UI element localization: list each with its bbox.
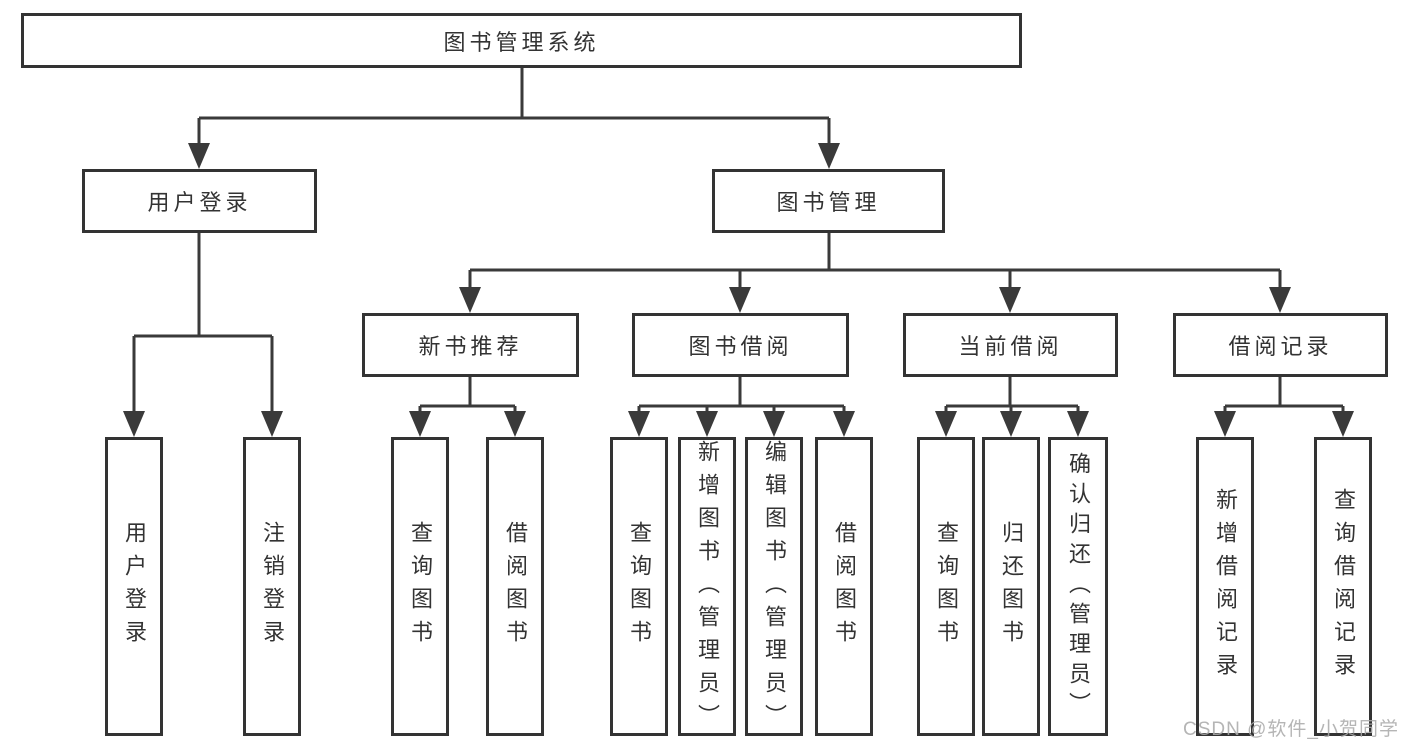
node-user-login-branch: 用户登录 <box>82 169 317 233</box>
node-library-management-system: 图书管理系统 <box>21 13 1022 68</box>
leaf-label: 归还图书 <box>999 520 1024 653</box>
node-borrowing-records: 借阅记录 <box>1173 313 1388 377</box>
arrow-down-icon <box>188 143 210 169</box>
leaf-query-books-borrowing: 查询图书 <box>610 437 668 736</box>
leaf-user-login: 用户登录 <box>105 437 163 736</box>
arrow-down-icon <box>1214 411 1236 437</box>
leaf-query-books-recommend: 查询图书 <box>391 437 449 736</box>
arrow-down-icon <box>261 411 283 437</box>
node-current-borrowing: 当前借阅 <box>903 313 1118 377</box>
arrow-down-icon <box>459 287 481 313</box>
leaf-return-book: 归还图书 <box>982 437 1040 736</box>
leaf-label: 新增借阅记录 <box>1213 487 1238 686</box>
leaf-borrow-books-recommend: 借阅图书 <box>486 437 544 736</box>
connector-lines <box>132 68 1345 416</box>
arrow-down-icon <box>628 411 650 437</box>
leaf-label: 借阅图书 <box>832 520 857 653</box>
leaf-query-books-current: 查询图书 <box>917 437 975 736</box>
arrow-down-icon <box>1067 411 1089 437</box>
leaf-label: 注销登录 <box>260 520 285 653</box>
arrow-down-icon <box>935 411 957 437</box>
leaf-label: 查询图书 <box>408 520 433 653</box>
arrow-down-icon <box>1269 287 1291 313</box>
arrow-down-icon <box>409 411 431 437</box>
node-label: 当前借阅 <box>958 334 1063 359</box>
arrow-down-icon <box>729 287 751 313</box>
leaf-borrow-books-borrowing: 借阅图书 <box>815 437 873 736</box>
arrow-down-icon <box>1000 411 1022 437</box>
arrowheads <box>123 143 1354 437</box>
arrow-down-icon <box>123 411 145 437</box>
leaf-query-borrow-record: 查询借阅记录 <box>1314 437 1372 736</box>
leaf-label: 确认归还（管理员） <box>1066 451 1091 722</box>
leaf-confirm-return-admin: 确认归还（管理员） <box>1048 437 1108 736</box>
watermark: CSDN @软件_小贺同学 <box>1183 719 1399 740</box>
leaf-label: 查询图书 <box>627 520 652 653</box>
leaf-add-borrow-record: 新增借阅记录 <box>1196 437 1254 736</box>
leaf-label: 查询图书 <box>934 520 959 653</box>
node-label: 图书管理 <box>776 190 881 215</box>
node-book-borrowing: 图书借阅 <box>632 313 849 377</box>
node-new-book-recommendation: 新书推荐 <box>362 313 579 377</box>
leaf-label: 新增图书（管理员） <box>695 440 720 737</box>
node-label: 图书借阅 <box>688 334 793 359</box>
node-book-management: 图书管理 <box>712 169 945 233</box>
leaf-logout: 注销登录 <box>243 437 301 736</box>
arrow-down-icon <box>999 287 1021 313</box>
leaf-label: 用户登录 <box>122 520 147 653</box>
arrow-down-icon <box>763 411 785 437</box>
node-label: 新书推荐 <box>418 334 523 359</box>
leaf-edit-book-admin: 编辑图书（管理员） <box>745 437 803 737</box>
arrow-down-icon <box>696 411 718 437</box>
node-label: 用户登录 <box>147 190 252 215</box>
arrow-down-icon <box>1332 411 1354 437</box>
leaf-label: 编辑图书（管理员） <box>762 440 787 737</box>
leaf-label: 借阅图书 <box>503 520 528 653</box>
arrow-down-icon <box>504 411 526 437</box>
leaf-label: 查询借阅记录 <box>1331 487 1356 686</box>
leaf-add-book-admin: 新增图书（管理员） <box>678 437 736 737</box>
arrow-down-icon <box>818 143 840 169</box>
node-label: 借阅记录 <box>1228 334 1333 359</box>
arrow-down-icon <box>833 411 855 437</box>
node-label: 图书管理系统 <box>443 29 600 55</box>
